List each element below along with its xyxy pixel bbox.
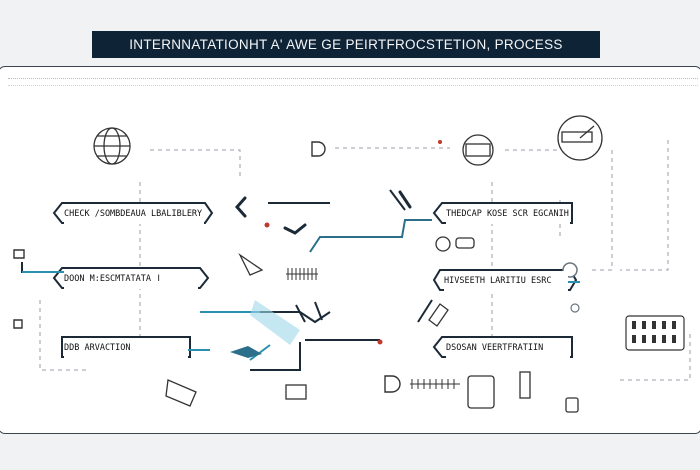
top-decorative-border	[8, 78, 698, 86]
lock-icon	[565, 397, 579, 413]
ring-icon	[435, 236, 451, 252]
chevron-marks	[234, 190, 412, 235]
bar-icon	[519, 371, 531, 399]
cone-icon	[238, 253, 264, 276]
book-icon	[165, 379, 197, 407]
tool-icons	[165, 236, 579, 413]
ruler-icon	[286, 268, 318, 280]
accent-glow	[250, 300, 300, 345]
d-shape-icons	[13, 141, 401, 393]
diagram-title: INTERNNATATIONHT A' AWE GE PEIRTFROCSTET…	[92, 31, 600, 58]
bird-icon	[230, 346, 262, 358]
chevron-left-icon	[234, 196, 247, 218]
pen-icon	[428, 303, 449, 327]
keypad-icon	[625, 315, 685, 351]
box-icon	[285, 384, 307, 400]
connectors	[21, 189, 433, 371]
battery-icon	[455, 237, 475, 249]
label-hivs: HIVSEETH LARITIU ESRC	[444, 271, 568, 291]
label-thedcap: THEDCAP KOSE SCR EGCANIH	[446, 204, 570, 224]
phone-icon	[467, 375, 495, 409]
chevron-down-icon	[283, 223, 307, 235]
label-ddb: DDB ARVACTION	[64, 338, 188, 358]
label-check: CHECK /SOMBDEAUA LBALIBLERY	[64, 204, 204, 224]
gauge-icon	[557, 115, 603, 161]
d-icon-top	[311, 141, 326, 157]
markers	[264, 140, 580, 345]
d-icon-bottom	[384, 375, 401, 393]
arrow-icon	[398, 190, 412, 209]
label-dsosan: DSOSAN VEERTFRATIIN	[446, 338, 570, 358]
square-icon-upper	[13, 249, 25, 259]
globe-icon	[93, 127, 131, 165]
square-icon	[13, 319, 23, 329]
ruler-icon-bottom	[410, 379, 460, 389]
label-doon: DOON M:ESCMTATATA ǀ	[64, 269, 198, 289]
document-icon	[462, 134, 494, 166]
